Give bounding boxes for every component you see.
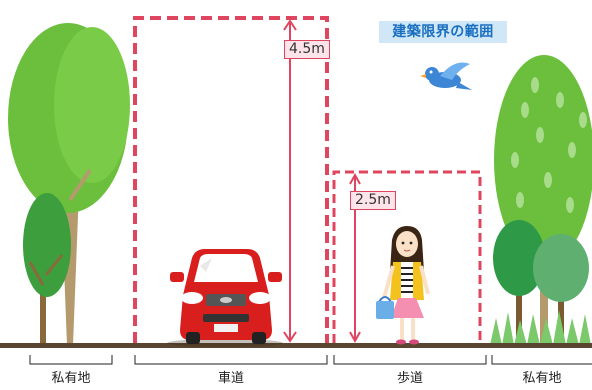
right-tree-leaves [511,77,587,213]
right-mid-tree-canopy [533,234,589,302]
right-tire [252,332,266,344]
left-mirror [170,272,184,282]
left-headlight [181,292,203,304]
face [396,231,418,257]
carriageway-height-arrow [283,19,297,343]
bracket-right-private [491,355,592,365]
zone-brackets [29,355,592,365]
zone-label-right-private: 私有地 [522,371,562,386]
bird-illustration [420,62,472,90]
pink-skirt [391,298,424,318]
license-plate [214,324,238,332]
diagram-title: 建築限界の範囲 [379,21,507,43]
shirt-stripes [401,267,413,293]
zone-label-sidewalk: 歩道 [396,371,423,386]
car-emblem [220,297,232,303]
grass [490,310,591,345]
carriageway-height-label: 4.5m [284,40,330,59]
sidewalk-clearance-outline [332,170,482,343]
zone-label-left-private: 私有地 [51,371,91,386]
sidewalk-height-label: 2.5m [350,191,396,210]
left-tire [186,332,200,344]
right-mirror [268,272,282,282]
car-illustration [167,249,283,347]
zone-label-carriageway: 車道 [217,371,244,386]
handbag [376,301,394,319]
left-trees [8,23,130,345]
left-small-tree-canopy [23,193,71,297]
ground-line [0,343,592,348]
right-dark-tree-canopy [493,220,545,296]
bracket-carriageway [134,355,328,365]
right-headlight [249,292,271,304]
right-tall-tree-canopy [494,55,592,265]
bracket-left-private [29,355,113,365]
right-trees [490,55,592,345]
bracket-sidewalk [333,355,487,365]
pedestrian-woman [376,226,430,345]
carriageway-clearance-outline [133,16,329,343]
